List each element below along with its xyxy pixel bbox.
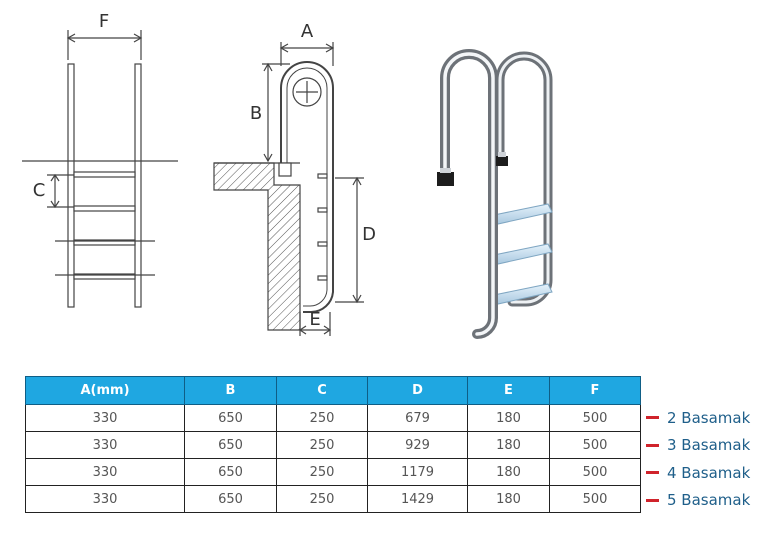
dimension-label-f: F [99, 11, 109, 32]
table-cell: 650 [184, 458, 277, 486]
dimension-label-a: A [301, 21, 314, 42]
step-count-text: 5 Basamak [667, 491, 751, 510]
technical-drawings: F C [22, 11, 553, 339]
dimension-label-d: D [362, 224, 376, 245]
table-cell: 500 [549, 458, 641, 486]
side-view-drawing [213, 42, 364, 336]
table-row: 330 650 250 679 180 500 [25, 404, 641, 432]
step-count-label: 3 Basamak [646, 432, 750, 460]
red-dash-icon [646, 443, 659, 447]
table-cell: 500 [549, 431, 641, 459]
table-cell: 180 [467, 485, 550, 513]
table-cell: 180 [467, 404, 550, 432]
column-header-c: C [276, 376, 368, 405]
column-header-b: B [184, 376, 277, 405]
red-dash-icon [646, 471, 659, 475]
table-cell: 330 [25, 404, 185, 432]
column-header-d: D [367, 376, 468, 405]
table-cell: 650 [184, 485, 277, 513]
dimensions-table: A(mm) B C D E F 330 650 250 679 180 500 … [25, 376, 641, 513]
table-cell: 1429 [367, 485, 468, 513]
table-cell: 250 [276, 458, 368, 486]
red-dash-icon [646, 416, 659, 420]
table-cell: 330 [25, 485, 185, 513]
step-count-text: 2 Basamak [667, 408, 751, 427]
table-cell: 929 [367, 431, 468, 459]
table-header-row: A(mm) B C D E F [25, 376, 641, 405]
table-cell: 330 [25, 431, 185, 459]
column-header-e: E [467, 376, 550, 405]
step-count-labels: 2 Basamak 3 Basamak 4 Basamak 5 Basamak [646, 404, 750, 514]
table-cell: 250 [276, 485, 368, 513]
column-header-a: A(mm) [25, 376, 185, 405]
table-cell: 1179 [367, 458, 468, 486]
step-count-label: 2 Basamak [646, 404, 750, 432]
dimension-label-b: B [250, 103, 262, 124]
table-cell: 650 [184, 404, 277, 432]
table-cell: 500 [549, 485, 641, 513]
table-cell: 180 [467, 431, 550, 459]
table-row: 330 650 250 929 180 500 [25, 431, 641, 459]
table-cell: 250 [276, 431, 368, 459]
table-cell: 180 [467, 458, 550, 486]
table-cell: 650 [184, 431, 277, 459]
table-row: 330 650 250 1179 180 500 [25, 458, 641, 486]
step-count-label: 4 Basamak [646, 459, 750, 487]
table-cell: 330 [25, 458, 185, 486]
step-count-text: 3 Basamak [667, 436, 751, 455]
front-view-drawing [22, 30, 178, 308]
ladder-product-illustration [437, 49, 553, 339]
step-count-label: 5 Basamak [646, 487, 750, 515]
table-cell: 250 [276, 404, 368, 432]
table-cell: 500 [549, 404, 641, 432]
table-row: 330 650 250 1429 180 500 [25, 485, 641, 513]
red-dash-icon [646, 498, 659, 502]
dimension-label-e: E [309, 309, 320, 330]
step-count-text: 4 Basamak [667, 463, 751, 482]
column-header-f: F [549, 376, 641, 405]
dimension-label-c: C [33, 180, 46, 201]
table-cell: 679 [367, 404, 468, 432]
